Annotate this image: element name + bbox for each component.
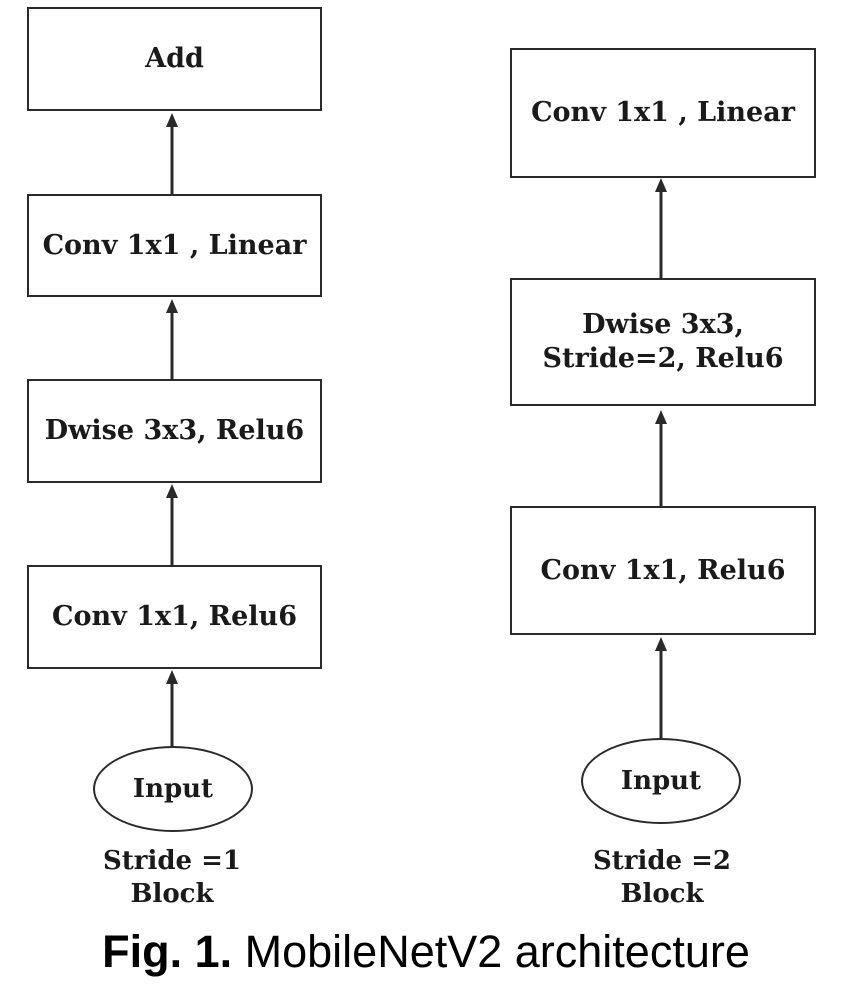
right-conv-relu-node: Conv 1x1, Relu6: [510, 506, 816, 635]
right-dwise-node: Dwise 3x3, Stride=2, Relu6: [510, 278, 816, 406]
right-conv-linear-node: Conv 1x1 , Linear: [510, 48, 816, 178]
left-dwise-node: Dwise 3x3, Relu6: [27, 379, 322, 483]
arrowhead: [166, 484, 178, 498]
figure-caption-text: MobileNetV2 architecture: [244, 926, 750, 977]
right-stride-label: Stride =2 Block: [592, 846, 731, 910]
left-conv-linear-node: Conv 1x1 , Linear: [27, 194, 322, 297]
arrowhead: [655, 178, 667, 192]
left-input-node: Input: [93, 746, 253, 832]
arrowhead: [166, 299, 178, 313]
left-conv-relu-node: Conv 1x1, Relu6: [27, 565, 322, 669]
left-stride-label: Stride =1 Block: [102, 846, 241, 910]
arrowhead: [655, 637, 667, 651]
arrowhead: [166, 670, 178, 684]
right-input-node: Input: [581, 738, 741, 824]
figure-caption: Fig. 1. MobileNetV2 architecture: [0, 926, 852, 978]
arrowhead: [655, 410, 667, 424]
figure-caption-label: Fig. 1.: [102, 926, 233, 977]
arrowhead: [166, 113, 178, 127]
left-add-node: Add: [27, 7, 322, 111]
